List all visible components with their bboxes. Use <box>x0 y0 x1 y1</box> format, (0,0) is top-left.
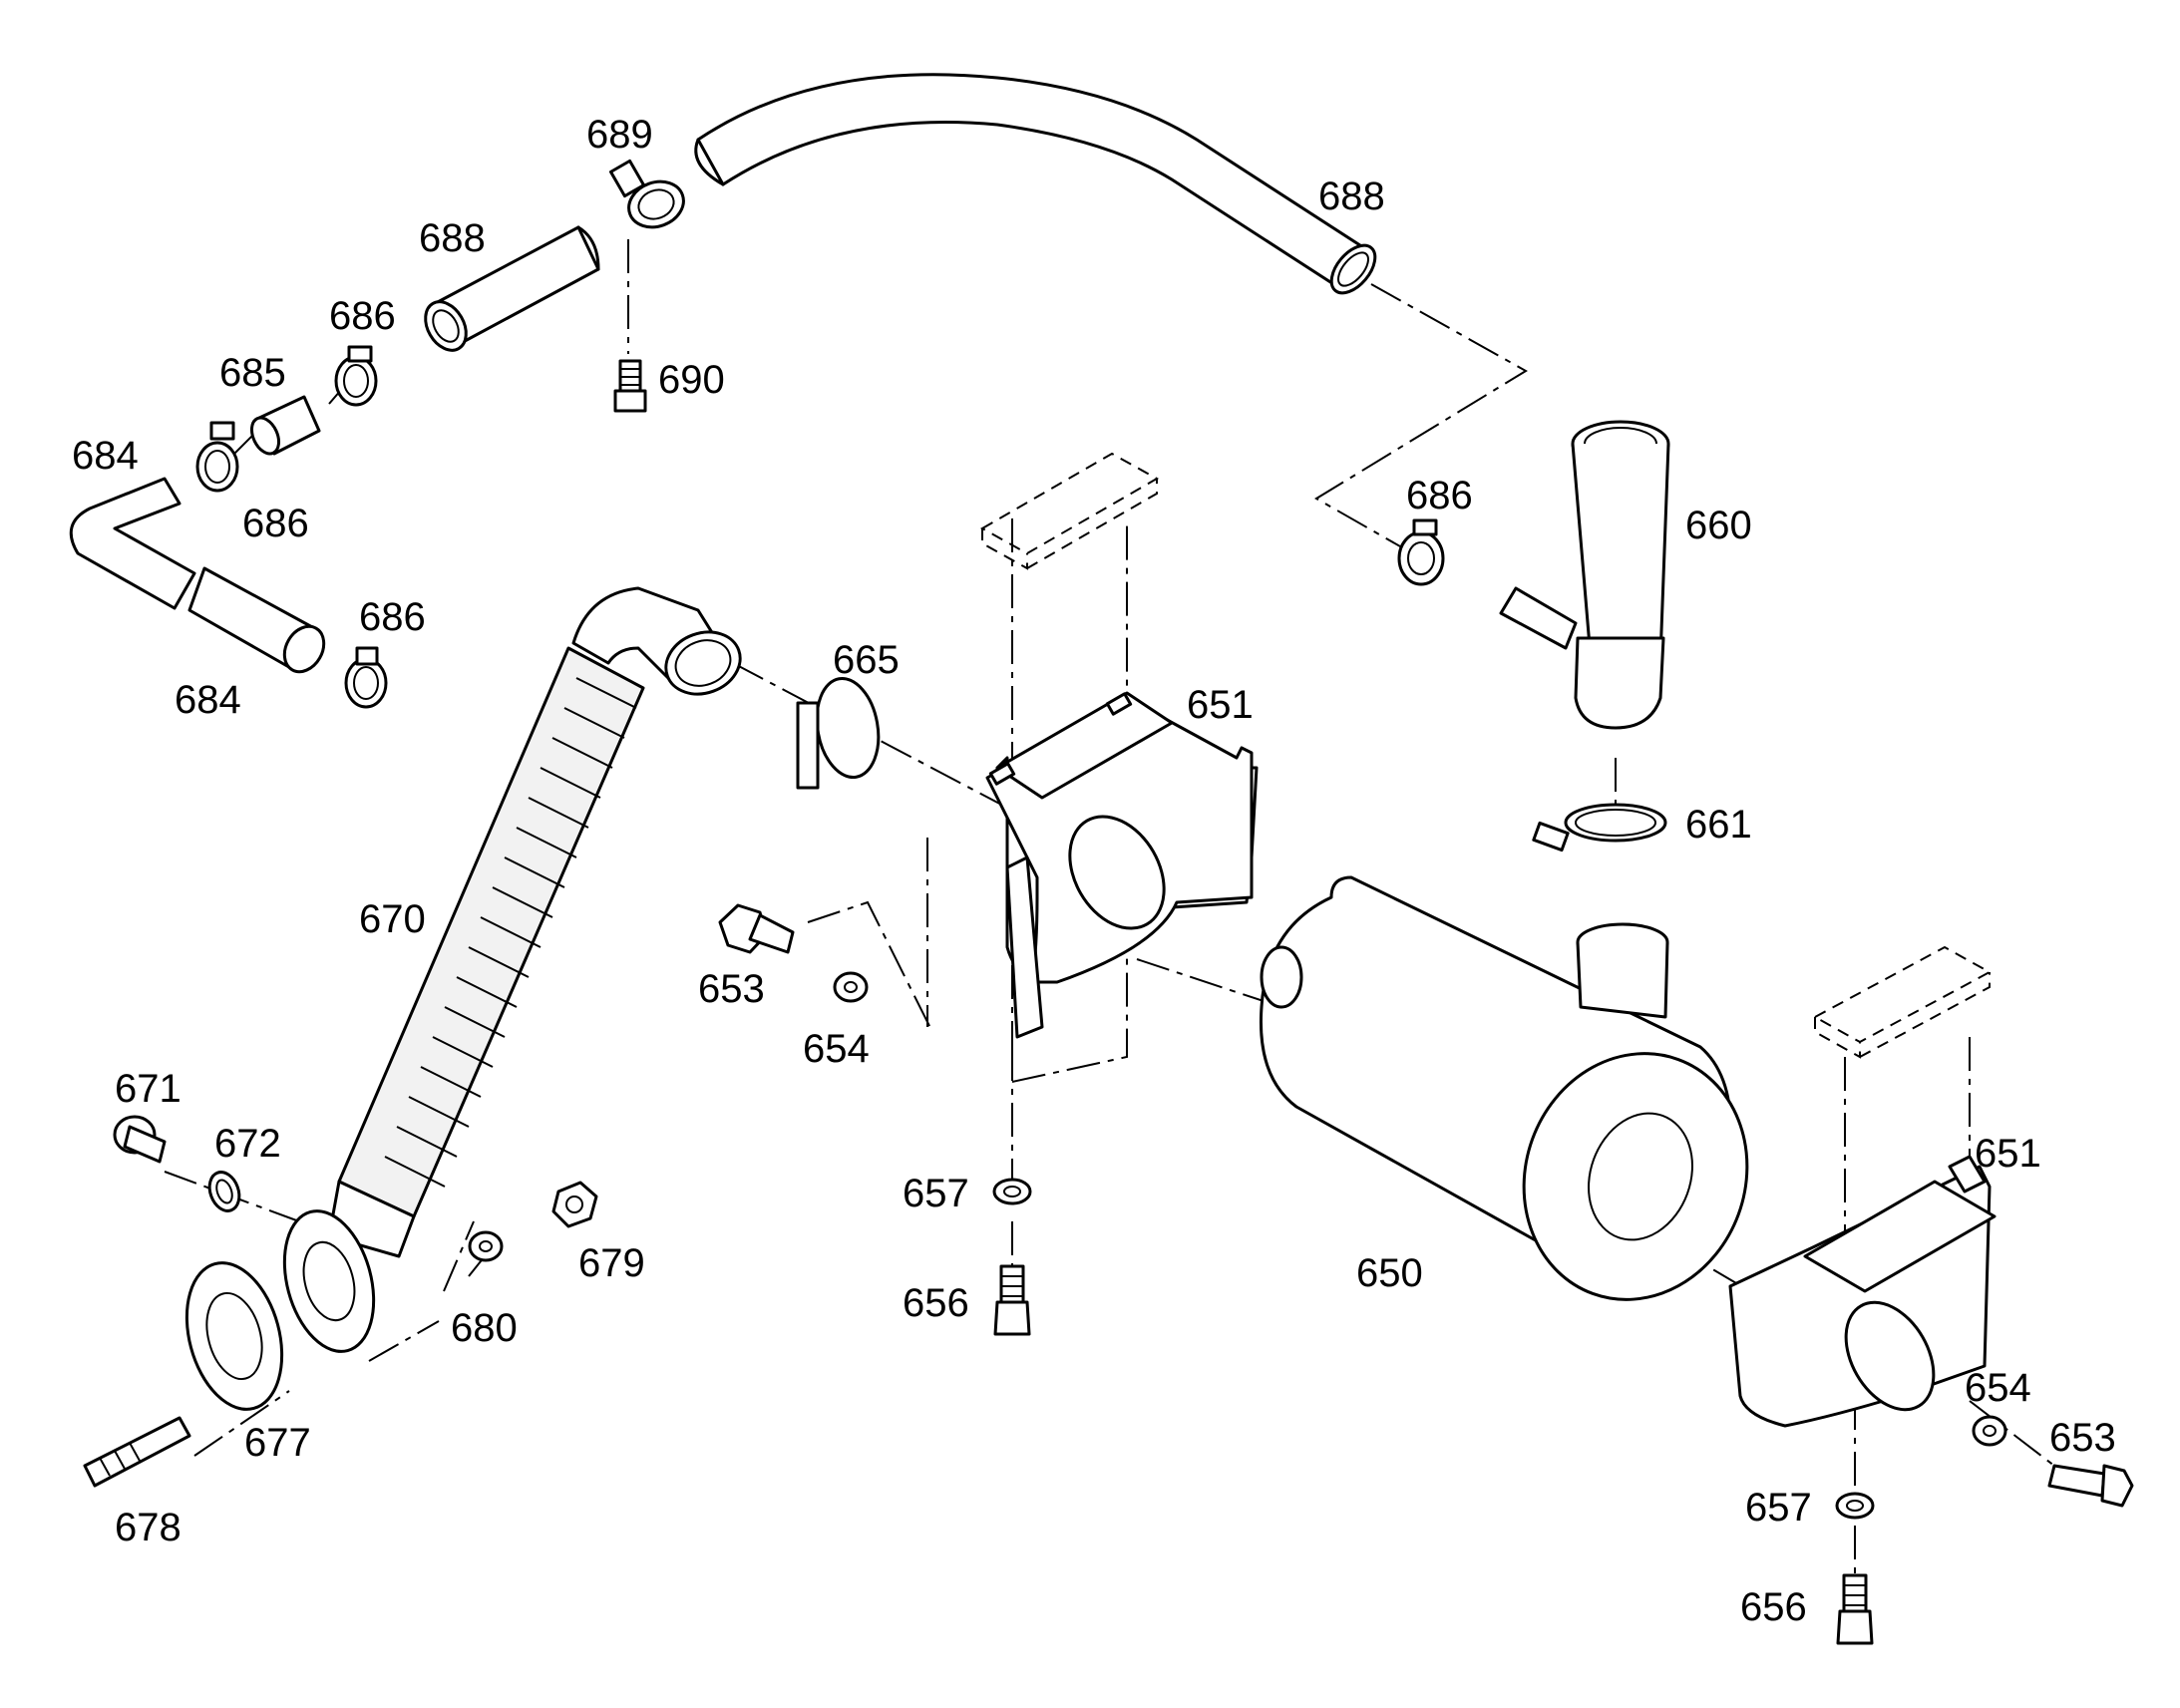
callout-665: 665 <box>833 638 900 682</box>
callout-689: 689 <box>586 113 653 157</box>
callout-684-upper: 684 <box>72 434 139 478</box>
washer-680 <box>468 1230 504 1262</box>
callout-684-lower: 684 <box>175 678 241 722</box>
washer-654-right <box>1972 1415 2007 1447</box>
clamp-686-right <box>1397 518 1445 586</box>
callout-650: 650 <box>1356 1251 1423 1295</box>
callout-679: 679 <box>578 1241 645 1285</box>
callout-686-right: 686 <box>1406 474 1473 517</box>
hose-688-long <box>694 73 1377 295</box>
clamp-661 <box>1532 803 1667 853</box>
bolt-656-left <box>993 1264 1031 1336</box>
callout-686-upper: 686 <box>329 294 396 338</box>
clamp-686-upper <box>334 345 378 407</box>
screw-690 <box>613 359 647 413</box>
callout-653-left: 653 <box>698 967 765 1011</box>
washer-654-left <box>833 971 869 1003</box>
callout-670: 670 <box>359 897 426 941</box>
callout-686-mid: 686 <box>242 502 309 545</box>
callout-688-long: 688 <box>1318 174 1385 218</box>
bolt-656-right <box>1836 1573 1874 1645</box>
callout-656-right: 656 <box>1740 1585 1807 1629</box>
callout-656-left: 656 <box>903 1281 969 1325</box>
callout-672: 672 <box>214 1122 281 1166</box>
callout-657-left: 657 <box>903 1172 969 1215</box>
clamp-686-lower <box>344 646 388 709</box>
connector-685 <box>249 395 321 456</box>
callout-660: 660 <box>1685 504 1752 547</box>
callout-677: 677 <box>244 1421 311 1465</box>
plug-671 <box>113 1115 167 1164</box>
seal-672 <box>207 1171 241 1212</box>
flange-670 <box>282 1209 376 1353</box>
callout-657-right: 657 <box>1745 1486 1812 1530</box>
nut-679 <box>551 1181 598 1228</box>
callout-654-right: 654 <box>1965 1366 2031 1410</box>
pipe-660 <box>1499 420 1670 730</box>
callout-labels: 650 651 651 653 653 654 654 656 656 657 … <box>72 113 2116 1629</box>
gasket-677 <box>184 1261 284 1411</box>
clip-689 <box>608 159 685 229</box>
stud-678 <box>83 1416 191 1488</box>
hose-688-short <box>424 225 600 352</box>
outlet-650 <box>1576 922 1669 1019</box>
flex-pipe-670 <box>327 586 742 1258</box>
callout-653-right: 653 <box>2049 1416 2116 1460</box>
bolt-653-right <box>2047 1464 2134 1508</box>
bracket-651-right <box>1728 945 1997 1428</box>
callout-686-lower: 686 <box>359 595 426 639</box>
callout-661: 661 <box>1685 803 1752 847</box>
callout-690: 690 <box>658 358 725 402</box>
clamp-665 <box>796 676 881 790</box>
washer-657-right <box>1835 1492 1875 1520</box>
callout-651-left: 651 <box>1187 683 1254 727</box>
callout-680: 680 <box>451 1306 518 1350</box>
callout-685: 685 <box>219 351 286 395</box>
washer-657-left <box>992 1178 1032 1205</box>
bolt-653-left <box>718 903 795 954</box>
callout-654-left: 654 <box>803 1027 870 1071</box>
elbow-684 <box>69 477 326 674</box>
callout-651-right: 651 <box>1975 1132 2041 1176</box>
clamp-686-mid <box>195 421 239 493</box>
callout-671: 671 <box>115 1067 182 1111</box>
callout-688-short: 688 <box>419 216 486 260</box>
bracket-651-left <box>979 452 1259 1039</box>
callout-678: 678 <box>115 1506 182 1549</box>
muffler-650 <box>1259 875 1749 1301</box>
